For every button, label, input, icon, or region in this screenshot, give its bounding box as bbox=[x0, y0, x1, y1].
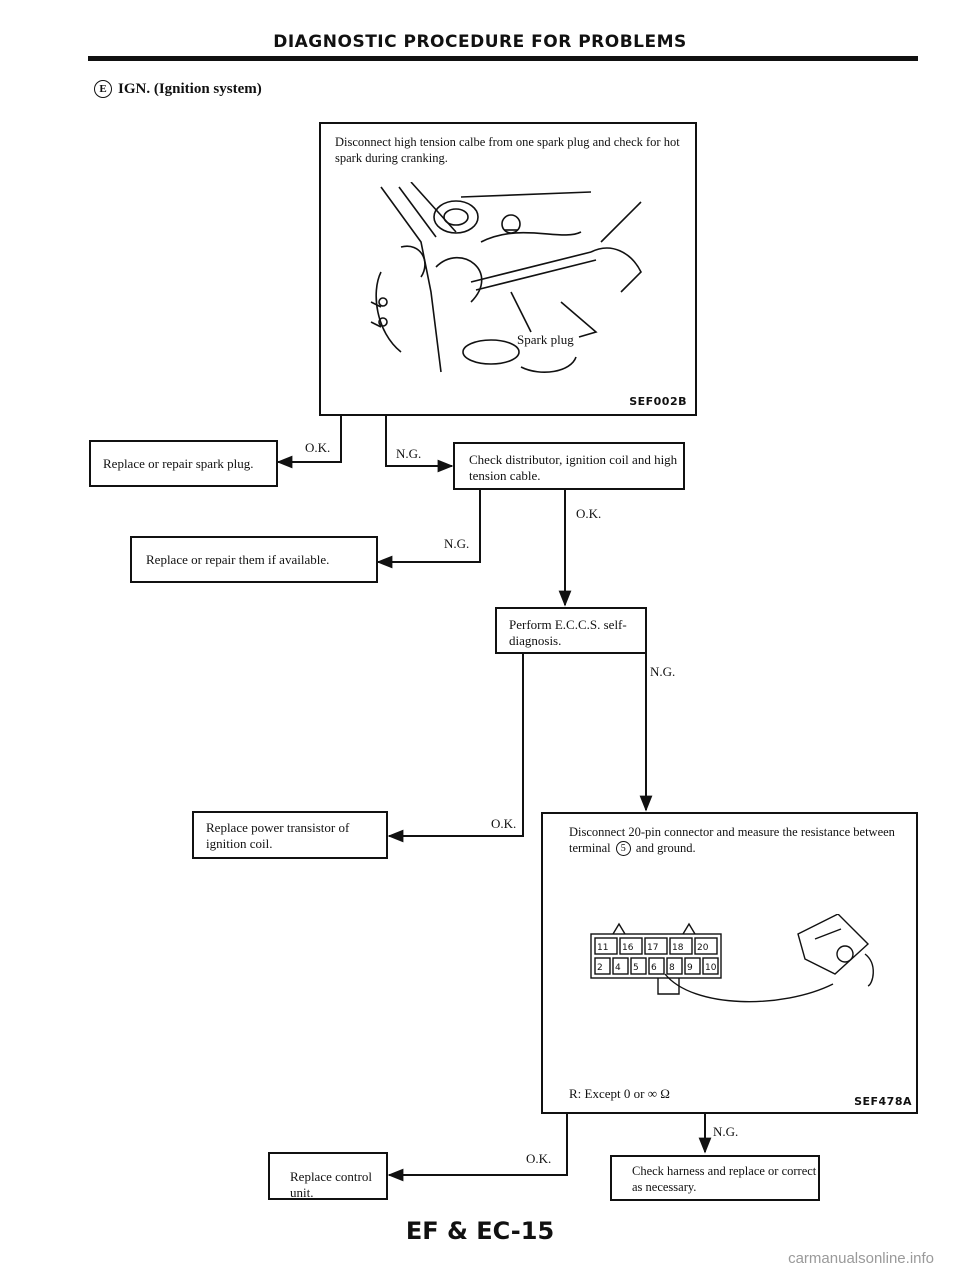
replace-them-text: Replace or repair them if available. bbox=[146, 552, 330, 567]
connector-pin-label: 10 bbox=[705, 963, 717, 973]
disconnect-connector-box: Disconnect 20-pin connector and measure … bbox=[541, 812, 918, 1114]
label-ng-2: N.G. bbox=[444, 536, 470, 551]
connector-pin-cell bbox=[612, 957, 629, 975]
label-ng-4: N.G. bbox=[713, 1124, 739, 1139]
label-ng-1: N.G. bbox=[396, 446, 422, 461]
spark-plug-label: Spark plug bbox=[517, 332, 574, 347]
arrow-ok-control-unit bbox=[387, 1113, 568, 1182]
replace-control-unit-text: Replace control unit. bbox=[290, 1169, 372, 1200]
perform-eccs-text: Perform E.C.C.S. self-diagnosis. bbox=[509, 617, 627, 648]
connector-pin-cell bbox=[594, 957, 611, 975]
step-check-spark-box: Disconnect high tension calbe from one s… bbox=[319, 122, 697, 416]
section-title: E IGN. (Ignition system) bbox=[94, 80, 262, 98]
connector-pin-cell bbox=[702, 957, 719, 975]
connector-pin-cell bbox=[666, 957, 683, 975]
connector-pin-label: 11 bbox=[597, 943, 608, 953]
connector-pin-label: 4 bbox=[615, 963, 621, 973]
watermark: carmanualsonline.info bbox=[788, 1250, 934, 1267]
connector-pin-cell bbox=[684, 957, 701, 975]
connector-pin-cell bbox=[644, 937, 668, 955]
connector-pin-cell bbox=[630, 957, 647, 975]
replace-them-box: Replace or repair them if available. bbox=[130, 536, 378, 583]
connector-pin-cell bbox=[594, 937, 618, 955]
terminal-marker: 5 bbox=[615, 841, 631, 856]
connector-pin-label: 20 bbox=[697, 943, 709, 953]
figure-code-sef002b: SEF002B bbox=[629, 395, 687, 408]
connector-pin-label: 5 bbox=[633, 963, 639, 973]
label-ok-4: O.K. bbox=[526, 1151, 552, 1166]
disconnect-connector-text: Disconnect 20-pin connector and measure … bbox=[569, 824, 909, 856]
label-ok-3: O.K. bbox=[491, 816, 517, 831]
connector-pin-label: 8 bbox=[669, 963, 675, 973]
page-number: EF & EC-15 bbox=[405, 1217, 555, 1245]
connector-pin-label: 18 bbox=[672, 943, 684, 953]
perform-eccs-box: Perform E.C.C.S. self-diagnosis. bbox=[495, 607, 647, 654]
check-distributor-text: Check distributor, ignition coil and hig… bbox=[469, 452, 678, 483]
step-check-spark-text: Disconnect high tension calbe from one s… bbox=[335, 135, 680, 165]
replace-control-unit-box: Replace control unit. bbox=[268, 1152, 388, 1200]
arrow-ok-replace-spark-plug bbox=[276, 414, 342, 469]
check-distributor-box: Check distributor, ignition coil and hig… bbox=[453, 442, 685, 490]
disconnect-text-before: Disconnect 20-pin connector and measure … bbox=[569, 825, 895, 855]
label-ok-1: O.K. bbox=[305, 440, 331, 455]
connector-pin-label: 17 bbox=[647, 943, 658, 953]
figure-code-sef478a: SEF478A bbox=[854, 1095, 912, 1108]
resistance-spec: R: Except 0 or ∞ Ω bbox=[569, 1086, 670, 1101]
replace-spark-plug-text: Replace or repair spark plug. bbox=[103, 456, 254, 471]
arrow-ng-check-distributor bbox=[385, 414, 454, 473]
connector-pin-label: 2 bbox=[597, 963, 603, 973]
connector-pins bbox=[594, 937, 719, 975]
disconnect-text-after: and ground. bbox=[635, 841, 696, 855]
connector-pin-cell bbox=[694, 937, 718, 955]
replace-power-transistor-text: Replace power transistor of ignition coi… bbox=[206, 820, 350, 851]
arrow-ok-power-transistor bbox=[387, 653, 524, 843]
connector-pin-label: 9 bbox=[687, 963, 693, 973]
check-harness-box: Check harness and replace or correct as … bbox=[610, 1155, 820, 1201]
connector-pin-label: 16 bbox=[622, 943, 634, 953]
connector-pin-cell bbox=[619, 937, 643, 955]
connector-pin-cell bbox=[648, 957, 665, 975]
engine-spark-plug-illustration bbox=[370, 182, 642, 373]
arrow-ng-replace-them bbox=[376, 489, 481, 569]
header-rule bbox=[88, 56, 918, 61]
replace-spark-plug-box: Replace or repair spark plug. bbox=[89, 440, 278, 487]
check-harness-text: Check harness and replace or correct as … bbox=[632, 1164, 817, 1194]
section-title-text: IGN. (Ignition system) bbox=[118, 81, 262, 97]
section-marker: E bbox=[94, 80, 112, 98]
replace-power-transistor-box: Replace power transistor of ignition coi… bbox=[192, 811, 388, 859]
connector-pin-label: 6 bbox=[651, 963, 657, 973]
label-ng-3: N.G. bbox=[650, 664, 676, 679]
connector-meter-illustration: 11 16 17 18 20 2 4 5 6 8 9 10 bbox=[590, 914, 874, 1003]
label-ok-2: O.K. bbox=[576, 506, 602, 521]
page-header-title: DIAGNOSTIC PROCEDURE FOR PROBLEMS bbox=[273, 32, 687, 52]
connector-pin-cell bbox=[669, 937, 693, 955]
